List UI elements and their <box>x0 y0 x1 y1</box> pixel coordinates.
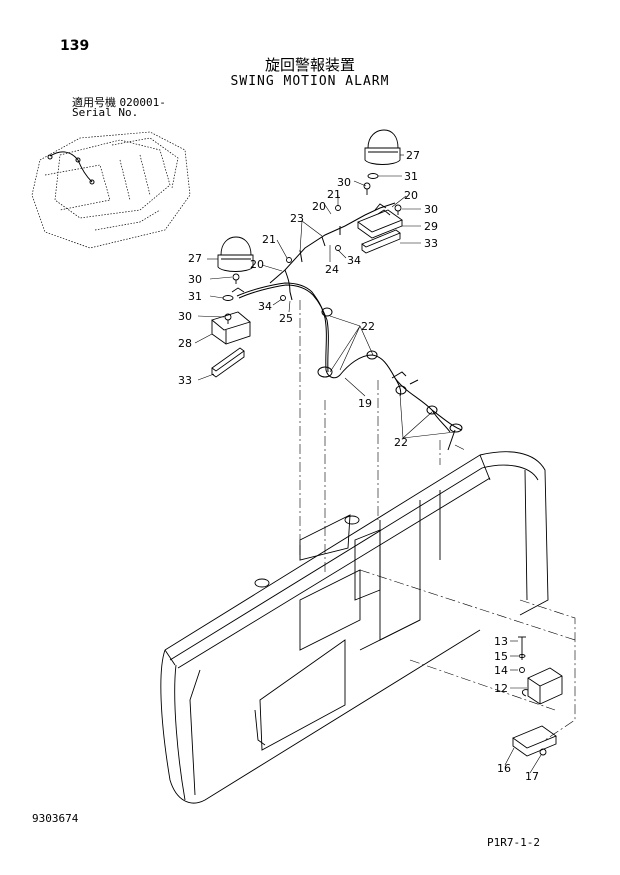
overview-harness <box>47 151 95 185</box>
machine-overview-thumbnail <box>31 131 191 249</box>
callout-29: 29 <box>424 220 438 233</box>
callout-15: 15 <box>494 650 508 663</box>
callout-19: 19 <box>358 397 372 410</box>
callout-labels: 27 31 30 21 20 20 30 29 33 23 34 24 21 2… <box>178 149 539 783</box>
callout-20-upper-right: 20 <box>404 189 418 202</box>
callout-30-upper: 30 <box>337 176 351 189</box>
cover-left <box>211 347 245 378</box>
callout-20-left: 20 <box>250 258 264 271</box>
callout-14: 14 <box>494 664 508 677</box>
callout-27-left: 27 <box>188 252 202 265</box>
callout-30-left: 30 <box>188 273 202 286</box>
callout-13: 13 <box>494 635 508 648</box>
serial-value: 020001- <box>119 96 166 109</box>
callout-31-upper: 31 <box>404 170 418 183</box>
cover-upper <box>361 229 401 254</box>
serial-label-en: Serial No. <box>72 106 139 119</box>
counterweight <box>160 451 549 804</box>
callout-20-upper-left: 20 <box>312 200 326 213</box>
callout-23: 23 <box>290 212 304 225</box>
projection-lines <box>299 300 576 741</box>
leader-lines <box>194 154 542 774</box>
callout-31-left: 31 <box>188 290 202 303</box>
drawing-number: 9303674 <box>32 812 79 825</box>
callout-12: 12 <box>494 682 508 695</box>
callout-16: 16 <box>497 762 511 775</box>
callout-22-lower: 22 <box>394 436 408 449</box>
callout-30-upper-right: 30 <box>424 203 438 216</box>
title-english: SWING MOTION ALARM <box>230 74 390 89</box>
alarm-lamp-upper <box>364 129 401 165</box>
callout-27-upper: 27 <box>406 149 420 162</box>
title-japanese: 旋回警報装置 <box>264 56 355 74</box>
serial-info: 適用号機 020001- <box>72 94 166 110</box>
page-code: P1R7-1-2 <box>487 836 540 849</box>
callout-22-upper: 22 <box>361 320 375 333</box>
buzzer-unit <box>521 667 563 705</box>
serial-label-jp: 適用号機 <box>72 96 116 109</box>
bracket-upper <box>357 209 403 239</box>
wiring-harness <box>236 202 463 451</box>
callout-34-upper: 34 <box>347 254 361 267</box>
buzzer-bracket <box>512 725 557 757</box>
buzzer-hardware <box>518 636 547 756</box>
page-number: 139 <box>60 38 90 54</box>
callout-24: 24 <box>325 263 339 276</box>
alarm-lamp-left <box>217 236 254 272</box>
callout-30-lower-left: 30 <box>178 310 192 323</box>
callout-25: 25 <box>279 312 293 325</box>
callout-33-left: 33 <box>178 374 192 387</box>
callout-33-upper: 33 <box>424 237 438 250</box>
callout-21-upper: 21 <box>327 188 341 201</box>
callout-17: 17 <box>525 770 539 783</box>
hardware-left <box>222 257 292 324</box>
callout-28: 28 <box>178 337 192 350</box>
callout-34-left: 34 <box>258 300 272 313</box>
callout-21-left: 21 <box>262 233 276 246</box>
